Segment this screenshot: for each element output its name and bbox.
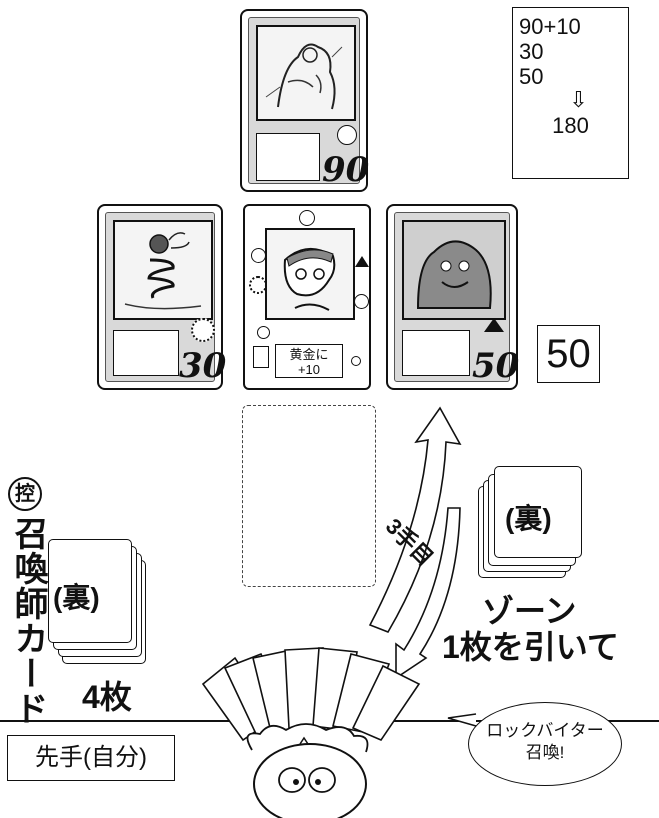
reserve-badge-icon: 控	[8, 477, 42, 511]
summoner-card-center[interactable]: 黄金に +10	[243, 204, 371, 390]
player-hand	[201, 647, 421, 742]
coin-icon	[251, 248, 266, 263]
card-power: 90	[322, 150, 370, 190]
gear-icon	[249, 276, 267, 294]
zone-caption-2: 1枚を引いて	[442, 629, 619, 665]
zone-power-box: 50	[537, 325, 600, 383]
rock-monster-icon	[265, 43, 343, 110]
person-icon	[351, 356, 361, 366]
monster-card-left[interactable]: 30	[97, 204, 227, 390]
speech-line-2: 召喚!	[525, 743, 565, 762]
card-back-label: (裏)	[505, 503, 552, 534]
effect-line-1: 黄金に	[289, 347, 329, 362]
calc-line-1: 90+10	[519, 14, 581, 39]
card-back-label: (裏)	[53, 582, 100, 613]
zone-caption-1: ゾーン	[482, 593, 577, 629]
effect-line-2: +10	[297, 362, 321, 377]
card-text-box	[113, 330, 179, 376]
mountain-icon	[484, 318, 504, 332]
speech-bubble-tail	[447, 713, 477, 727]
card-art	[402, 220, 506, 320]
reserve-count: 4枚	[82, 679, 132, 715]
calc-total: 180	[552, 113, 589, 138]
card-art	[265, 228, 355, 320]
monster-card-right[interactable]: 50	[386, 204, 520, 390]
zone-deck-top-card[interactable]: (裏)	[494, 466, 582, 558]
coil-monster-icon	[124, 232, 202, 310]
mountain-icon	[355, 256, 369, 267]
empty-card-slot[interactable]	[242, 405, 376, 587]
down-arrow-icon: ⇩	[569, 87, 588, 112]
gear-icon	[191, 318, 215, 342]
earth-element-icon	[337, 125, 357, 145]
monster-card-top[interactable]: 90	[240, 9, 370, 192]
coin-icon	[257, 326, 270, 339]
draw-down-arrow-icon	[395, 507, 461, 680]
calc-line-2: 30	[519, 39, 544, 64]
draw-arrows	[368, 406, 462, 680]
reserve-title: 召喚師カード	[9, 516, 47, 726]
card-power: 30	[179, 346, 227, 386]
card-art	[256, 25, 356, 121]
draw-up-arrow-icon	[368, 406, 462, 633]
first-player-label: 先手(自分)	[7, 735, 175, 781]
speech-bubble: ロックバイター 召喚!	[468, 702, 622, 786]
speech-line-1: ロックバイター	[486, 721, 604, 740]
hand-card	[351, 664, 421, 741]
card-text-box	[402, 330, 470, 376]
player-character-icon	[246, 723, 369, 818]
coin-icon	[299, 210, 315, 226]
score-calculation-box: 90+10 30 50 ⇩ 180	[512, 7, 629, 179]
calc-line-3: 50	[519, 64, 544, 89]
coin-icon	[354, 294, 369, 309]
card-text-box	[256, 133, 320, 181]
card-effect-box: 黄金に +10	[275, 344, 343, 378]
card-slot-icon	[253, 346, 269, 368]
summoner-portrait-icon	[283, 248, 336, 311]
reserve-top-card[interactable]: (裏)	[48, 539, 132, 643]
card-power: 50	[472, 346, 520, 386]
reserve-badge-label: 控	[15, 483, 35, 505]
card-art	[113, 220, 213, 320]
rockbiter-monster-icon	[404, 222, 504, 318]
